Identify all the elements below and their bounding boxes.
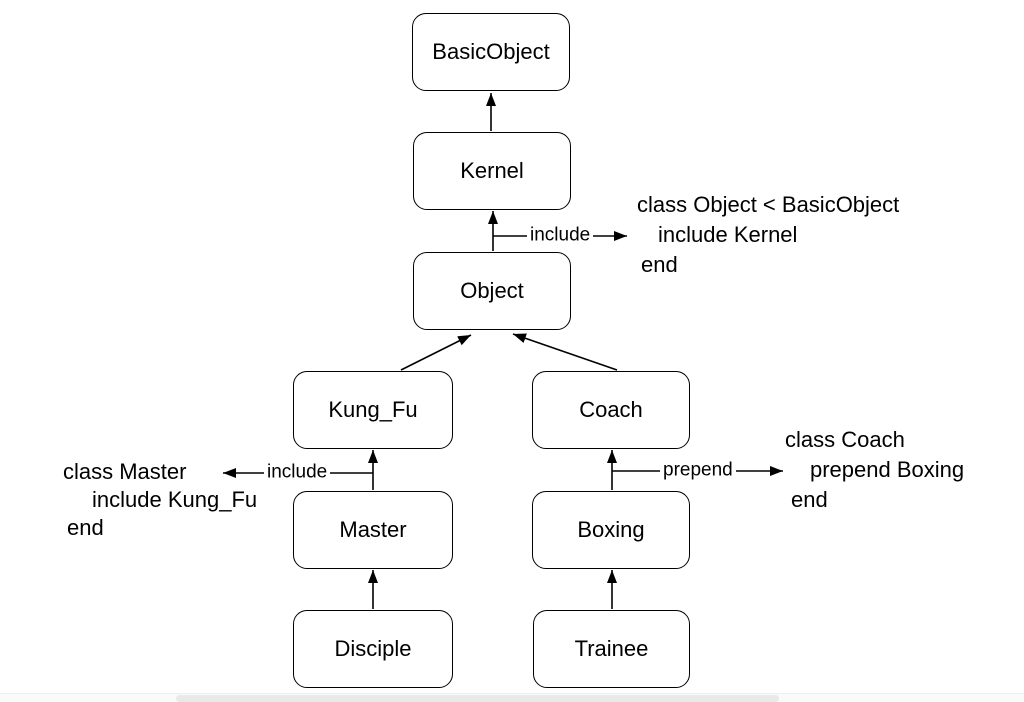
- code-line: end: [67, 515, 104, 540]
- node-disciple: Disciple: [293, 610, 453, 688]
- code-line: include Kung_Fu: [92, 487, 258, 512]
- arrow-coach-to-object: [512, 333, 618, 371]
- node-object-label: Object: [460, 278, 524, 303]
- edge-label-coach-prepend: prepend: [660, 460, 736, 482]
- code-line: prepend Boxing: [810, 457, 965, 482]
- node-trainee-label: Trainee: [574, 636, 649, 661]
- horizontal-scrollbar-thumb[interactable]: [176, 695, 779, 702]
- code-annotation-master: class Master include Kung_Fu end: [63, 458, 257, 542]
- arrow-kungfu-to-object: [400, 334, 472, 371]
- code-line: class Coach: [785, 427, 905, 452]
- node-basicobject-label: BasicObject: [432, 39, 550, 64]
- node-coach: Coach: [532, 371, 690, 449]
- node-kungfu-label: Kung_Fu: [328, 397, 418, 422]
- horizontal-scrollbar-track[interactable]: [0, 693, 1024, 702]
- code-line: end: [791, 487, 828, 512]
- code-line: include Kernel: [658, 222, 798, 247]
- node-boxing: Boxing: [532, 491, 690, 569]
- node-trainee: Trainee: [533, 610, 690, 688]
- node-kungfu: Kung_Fu: [293, 371, 453, 449]
- node-disciple-label: Disciple: [334, 636, 412, 661]
- code-annotation-coach: class Coach prepend Boxing end: [785, 425, 964, 515]
- node-master: Master: [293, 491, 453, 569]
- code-line: end: [641, 252, 678, 277]
- node-object: Object: [413, 252, 571, 330]
- node-basicobject: BasicObject: [412, 13, 570, 91]
- edge-label-object-include: include: [527, 225, 594, 247]
- code-annotation-object: class Object < BasicObject include Kerne…: [637, 190, 899, 280]
- code-line: class Master: [63, 459, 187, 484]
- code-line: class Object < BasicObject: [637, 192, 900, 217]
- edge-label-master-include: include: [264, 462, 331, 484]
- node-coach-label: Coach: [579, 397, 643, 422]
- node-kernel: Kernel: [413, 132, 571, 210]
- node-kernel-label: Kernel: [460, 158, 524, 183]
- node-boxing-label: Boxing: [577, 517, 645, 542]
- node-master-label: Master: [339, 517, 407, 542]
